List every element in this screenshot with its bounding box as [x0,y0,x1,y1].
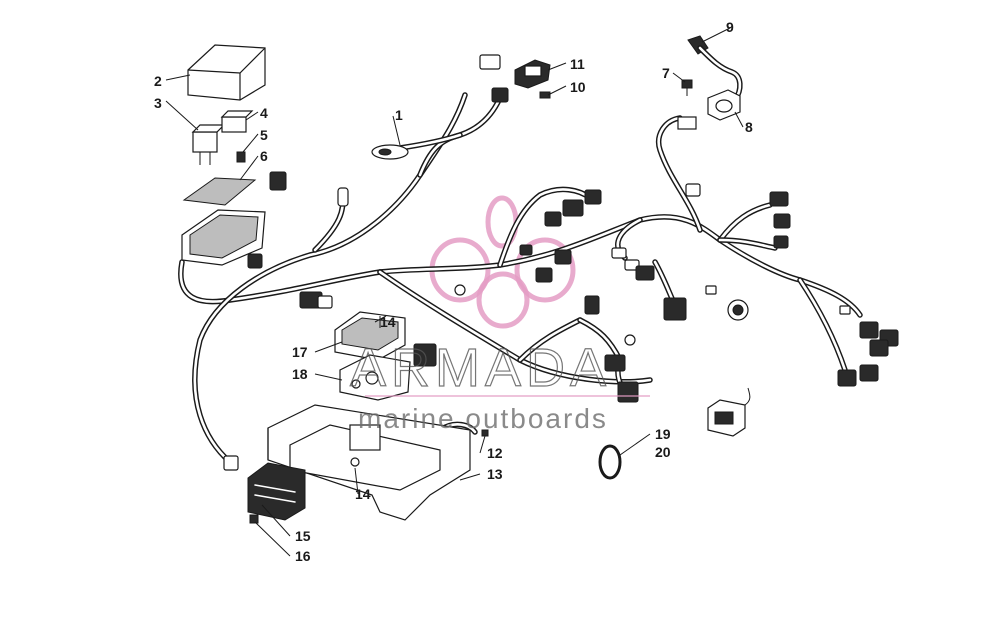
watermark-text: ARMADA marine outboards [349,337,650,434]
part-bolt [681,79,693,96]
connector-group-top [337,54,509,207]
callout-5: 5 [260,127,268,143]
watermark-brand: ARMADA [350,338,611,398]
callout-10: 10 [570,79,586,95]
callout-20: 20 [655,444,671,460]
callout-labels: 2 3 4 5 6 1 11 10 9 7 8 14 17 18 12 13 1… [154,19,753,564]
callout-4: 4 [260,105,268,121]
callout-11: 11 [570,56,585,72]
part-coil-connector [677,116,697,130]
part-spark-plug-cap [687,35,743,103]
part-fuse-relay-box [181,171,287,269]
callout-19: 19 [655,426,671,442]
leader-lines [165,27,744,557]
part-ignition-coil [707,89,741,121]
watermark-tagline: marine outboards [358,403,608,434]
callout-3: 3 [154,95,162,111]
callout-14-bottom: 14 [355,486,371,502]
part-ecu [334,311,406,361]
callout-13: 13 [487,466,503,482]
callout-7: 7 [662,65,670,81]
watermark-logo [429,195,576,329]
callout-6: 6 [260,148,268,164]
part-mounting-tray [267,404,471,521]
part-ecu-bracket [339,354,411,401]
callout-9: 9 [726,19,734,35]
callout-15: 15 [295,528,311,544]
part-relay [191,124,226,165]
part-fuse [236,151,246,163]
part-screw [539,91,551,99]
callout-18: 18 [292,366,308,382]
part-mini-relay [220,110,254,133]
part-fuse-label [182,177,257,206]
connector-group-lower [299,284,639,403]
part-bolt-small [249,514,259,524]
part-sensor [371,144,409,160]
connector-group-center [519,183,749,321]
callout-16: 16 [295,548,311,564]
part-cable-tie [598,444,622,480]
part-relay-box-cover [187,44,266,101]
callout-14-top: 14 [380,314,396,330]
callout-2: 2 [154,73,162,89]
callout-17: 17 [292,344,308,360]
callout-12: 12 [487,445,503,461]
part-plug-connector [514,59,551,89]
callout-1: 1 [395,107,403,123]
part-starter-relay [707,387,751,437]
callout-8: 8 [745,119,753,135]
connector-group-right [769,191,899,387]
